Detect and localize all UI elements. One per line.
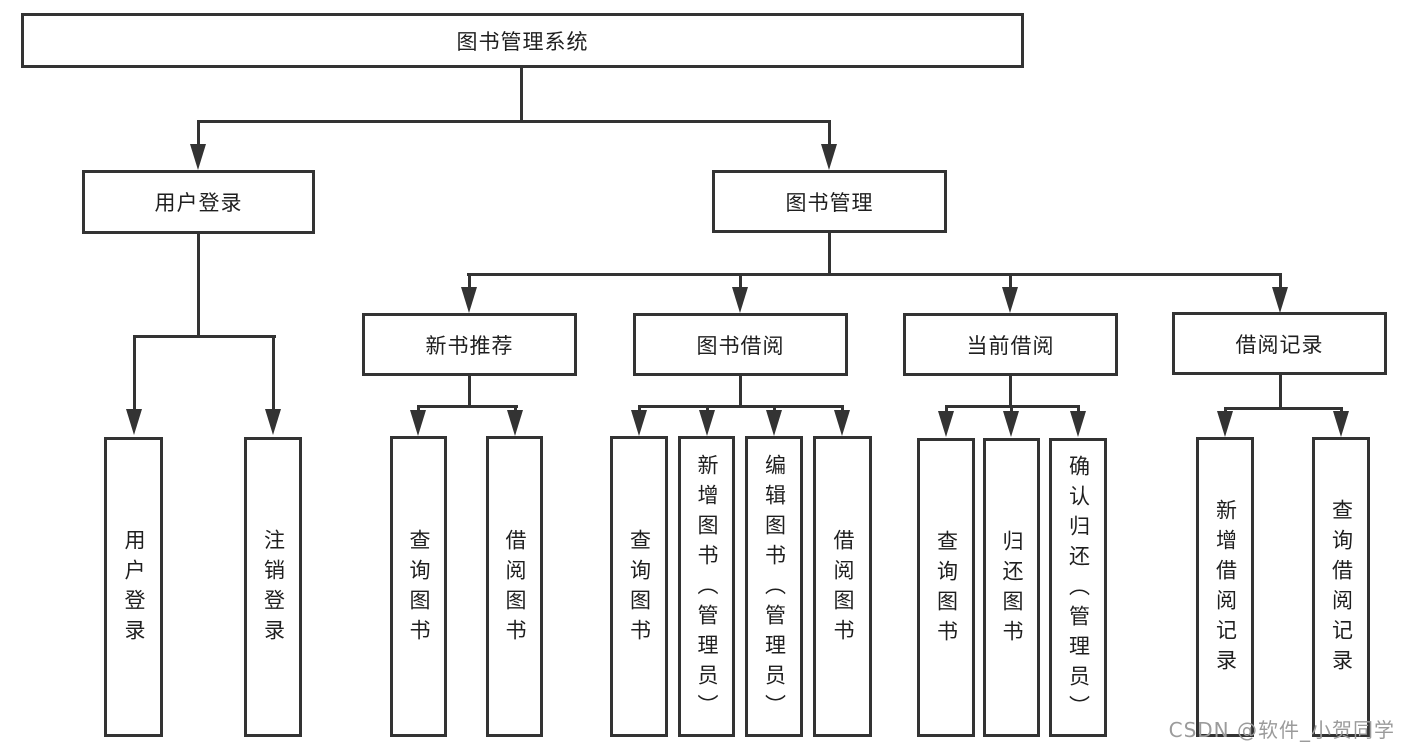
arrow-down-icon: [732, 287, 748, 313]
leaf-borrow-books-label: 借阅图书: [831, 528, 855, 649]
connector-bookmgmt-drop-3: [1009, 273, 1012, 289]
connector-userlogin-hline: [133, 335, 276, 338]
node-new-book-recommend: 新书推荐: [362, 313, 577, 376]
connector-userlogin-drop-1: [133, 335, 136, 410]
connector-borrowing-drop-3: [773, 405, 776, 413]
leaf-add-books-admin-label: 新增图书（管理员）: [695, 453, 719, 724]
connector-current-stem: [1009, 376, 1012, 405]
arrow-down-icon: [1217, 411, 1233, 437]
connector-current-drop-3: [1077, 405, 1080, 413]
arrow-down-icon: [1003, 411, 1019, 437]
connector-bookmgmt-drop-4: [1279, 273, 1282, 289]
connector-userlogin-drop-2: [272, 335, 275, 410]
leaf-return-books-label: 归还图书: [1000, 529, 1024, 650]
connector-records-drop-1: [1224, 407, 1227, 413]
leaf-query-books-current-label: 查询图书: [934, 529, 959, 650]
connector-borrowing-drop-1: [638, 405, 641, 413]
connector-newbook-stem: [468, 376, 471, 405]
arrow-down-icon: [190, 144, 206, 170]
arrow-down-icon: [1070, 411, 1086, 437]
connector-bookmgmt-hline: [467, 273, 1282, 276]
node-borrowing-records: 借阅记录: [1172, 312, 1387, 375]
leaf-confirm-return-admin: 确认归还（管理员）: [1049, 438, 1107, 737]
connector-newbook-drop-1: [417, 405, 420, 413]
leaf-confirm-return-admin-label: 确认归还（管理员）: [1066, 454, 1091, 725]
leaf-add-borrow-record-label: 新增借阅记录: [1213, 499, 1238, 679]
connector-root-drop-left: [197, 120, 200, 146]
node-library-system-label: 图书管理系统: [456, 29, 589, 54]
arrow-down-icon: [265, 409, 281, 435]
arrow-down-icon: [631, 410, 647, 436]
leaf-user-login-label: 用户登录: [122, 529, 146, 649]
arrow-down-icon: [821, 144, 837, 170]
node-book-management-label: 图书管理: [785, 190, 874, 215]
node-current-borrowing-label: 当前借阅: [966, 333, 1055, 358]
arrow-down-icon: [126, 409, 142, 435]
leaf-add-borrow-record: 新增借阅记录: [1196, 437, 1254, 737]
node-book-management: 图书管理: [712, 170, 947, 233]
arrow-down-icon: [1272, 287, 1288, 313]
arrow-down-icon: [507, 410, 523, 436]
leaf-logout-label: 注销登录: [261, 529, 286, 649]
connector-newbook-hline: [417, 405, 518, 408]
node-new-book-recommend-label: 新书推荐: [425, 333, 514, 358]
leaf-logout: 注销登录: [244, 437, 302, 737]
leaf-add-books-admin: 新增图书（管理员）: [678, 436, 735, 737]
leaf-query-books-recommend: 查询图书: [390, 436, 447, 737]
leaf-query-books-borrowing-label: 查询图书: [627, 528, 652, 649]
leaf-query-borrow-record: 查询借阅记录: [1312, 437, 1370, 737]
connector-borrowing-hline: [638, 405, 844, 408]
connector-bookmgmt-stem: [828, 233, 831, 273]
leaf-borrow-books: 借阅图书: [813, 436, 872, 737]
leaf-query-books-current: 查询图书: [917, 438, 975, 737]
connector-bookmgmt-drop-1: [468, 273, 471, 289]
connector-root-stem: [520, 68, 523, 120]
connector-borrowing-stem: [739, 376, 742, 405]
arrow-down-icon: [699, 410, 715, 436]
leaf-query-books-recommend-label: 查询图书: [407, 528, 431, 649]
arrow-down-icon: [766, 410, 782, 436]
leaf-edit-books-admin: 编辑图书（管理员）: [745, 436, 803, 737]
connector-newbook-drop-2: [514, 405, 517, 413]
connector-records-hline: [1224, 407, 1343, 410]
connector-borrowing-drop-2: [706, 405, 709, 413]
leaf-query-books-borrowing: 查询图书: [610, 436, 668, 737]
arrow-down-icon: [410, 410, 426, 436]
arrow-down-icon: [938, 411, 954, 437]
leaf-edit-books-admin-label: 编辑图书（管理员）: [762, 453, 787, 724]
connector-root-hline: [197, 120, 831, 123]
leaf-borrow-books-recommend-label: 借阅图书: [503, 528, 527, 649]
connector-records-stem: [1279, 375, 1282, 407]
arrow-down-icon: [461, 287, 477, 313]
node-book-borrowing-label: 图书借阅: [696, 333, 785, 358]
connector-userlogin-stem: [197, 234, 200, 335]
connector-current-drop-1: [945, 405, 948, 413]
node-library-system: 图书管理系统: [21, 13, 1024, 68]
connector-bookmgmt-drop-2: [739, 273, 742, 289]
node-user-login: 用户登录: [82, 170, 315, 234]
leaf-borrow-books-recommend: 借阅图书: [486, 436, 543, 737]
connector-borrowing-drop-4: [841, 405, 844, 413]
node-current-borrowing: 当前借阅: [903, 313, 1118, 376]
connector-current-drop-2: [1010, 405, 1013, 413]
leaf-query-borrow-record-label: 查询借阅记录: [1329, 499, 1354, 679]
node-borrowing-records-label: 借阅记录: [1235, 332, 1324, 357]
arrow-down-icon: [834, 410, 850, 436]
connector-root-drop-right: [828, 120, 831, 146]
leaf-return-books: 归还图书: [983, 438, 1040, 737]
arrow-down-icon: [1002, 287, 1018, 313]
watermark: CSDN @软件_小贺同学: [1168, 718, 1395, 742]
arrow-down-icon: [1333, 411, 1349, 437]
node-user-login-label: 用户登录: [154, 191, 243, 215]
node-book-borrowing: 图书借阅: [633, 313, 848, 376]
leaf-user-login: 用户登录: [104, 437, 163, 737]
connector-records-drop-2: [1340, 407, 1343, 413]
